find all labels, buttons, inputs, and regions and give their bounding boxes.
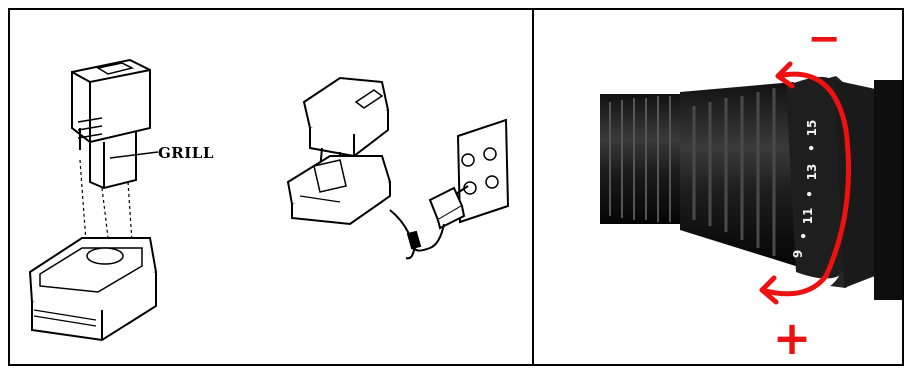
power-cord-drawing (390, 210, 420, 258)
right-panel-dial-photo: 15 • 13 • 11 • 9 − + (534, 10, 902, 364)
base-unit-drawing (30, 238, 156, 340)
minus-sign: − (807, 16, 841, 62)
clutch-collar (680, 82, 802, 268)
illustration-frame: GRILL (8, 8, 904, 366)
assembled-unit-drawing (288, 78, 390, 224)
dial-photo-svg: 15 • 13 • 11 • 9 − + (534, 10, 902, 364)
torque-dial-ring (786, 76, 902, 300)
left-panel-line-drawings: GRILL (10, 10, 532, 364)
dial-number-15: 15 (805, 120, 819, 137)
grill-label: GRILL (158, 144, 214, 162)
dial-dot-3: • (797, 232, 811, 240)
dial-number-11: 11 (801, 208, 815, 225)
wall-outlet-drawing (458, 120, 508, 222)
plus-sign: + (773, 311, 812, 364)
dial-dot-1: • (805, 144, 819, 152)
dial-dot-2: • (803, 190, 817, 198)
dial-number-13: 13 (805, 164, 819, 181)
line-drawings-svg: GRILL (10, 10, 532, 364)
grill-module-drawing (72, 60, 158, 188)
dial-number-9: 9 (791, 250, 805, 258)
drill-chuck (600, 94, 680, 224)
